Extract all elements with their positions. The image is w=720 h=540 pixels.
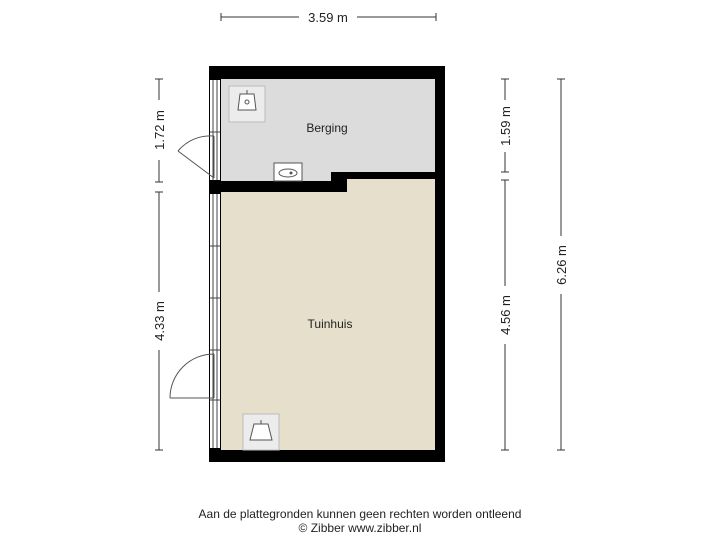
- window-frames: [210, 80, 220, 448]
- lamp-icon: [242, 413, 280, 451]
- dimension-right-total-label: 6.26 m: [554, 245, 569, 285]
- footer-copyright: © Zibber www.zibber.nl: [298, 521, 422, 535]
- dimension-top: [220, 13, 437, 21]
- room-tuinhuis-floor: [221, 192, 435, 450]
- door-lower: [169, 353, 215, 399]
- lamp-icon: [228, 85, 266, 123]
- washbasin-icon: [273, 162, 303, 182]
- dimension-left-lower: [155, 191, 163, 451]
- dimension-right-upper-label: 1.59 m: [498, 106, 513, 146]
- room-tuinhuis-floor-notch: [347, 179, 435, 193]
- dimension-left-upper-label: 1.72 m: [152, 110, 167, 150]
- window-lower: [210, 194, 220, 448]
- dimension-right-upper: [501, 78, 509, 173]
- dimension-left-lower-label: 4.33 m: [152, 301, 167, 341]
- interior-wall-pier: [331, 172, 347, 192]
- interior-wall: [209, 181, 333, 192]
- dimension-right-total: [557, 78, 565, 451]
- dimension-top-label: 3.59 m: [308, 10, 348, 25]
- dimension-right-lower-label: 4.56 m: [498, 295, 513, 335]
- interior-wall-right: [347, 172, 435, 179]
- dimension-right-lower: [501, 179, 509, 451]
- footer-disclaimer: Aan de plattegronden kunnen geen rechten…: [198, 507, 522, 521]
- room-label-tuinhuis: Tuinhuis: [308, 317, 353, 331]
- room-label-berging: Berging: [306, 121, 347, 135]
- dimension-left-upper: [155, 78, 163, 183]
- window-upper: [210, 80, 220, 180]
- door-upper: [177, 135, 215, 179]
